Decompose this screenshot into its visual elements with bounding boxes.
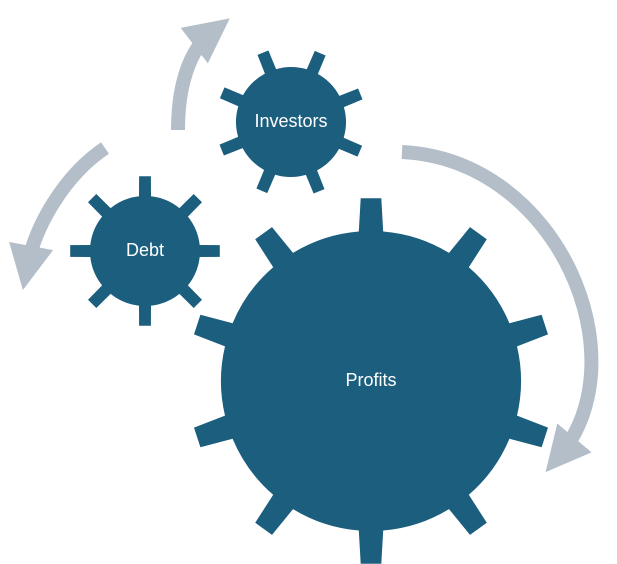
arrow-to-investors	[171, 18, 230, 131]
investors-gear	[219, 50, 363, 194]
cycle-arrows	[9, 18, 599, 473]
arrow-to-debt	[9, 142, 110, 291]
debt-gear	[70, 176, 220, 326]
arrow-profits-cycle	[401, 145, 599, 473]
profits-gear	[194, 198, 548, 564]
investors-label: Investors	[254, 111, 327, 131]
debt-label: Debt	[126, 240, 164, 260]
profits-label: Profits	[345, 370, 396, 390]
